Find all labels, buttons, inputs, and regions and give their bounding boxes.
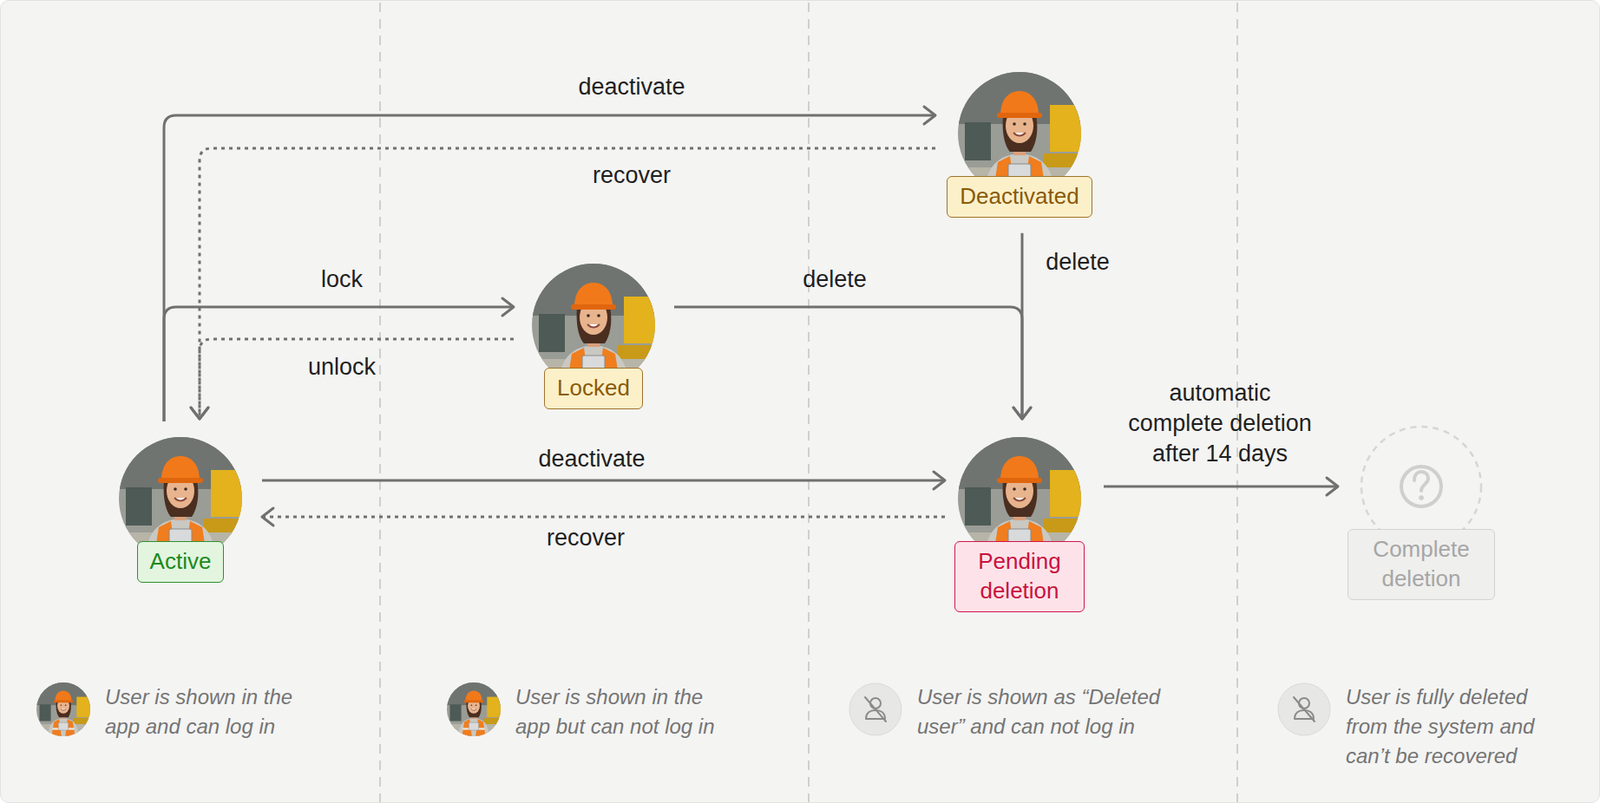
state-node: Active: [93, 437, 268, 584]
state-badge: Locked: [544, 367, 643, 410]
legend-text: User is shown as “Deleted user” and can …: [917, 682, 1178, 742]
column-divider: [379, 2, 381, 803]
state-badge: Pending deletion: [954, 541, 1085, 613]
arrow-head: [1013, 407, 1031, 420]
legend-icon: [848, 682, 903, 737]
edge-label: lock: [321, 264, 363, 296]
arrow-head: [1326, 478, 1338, 496]
transition-line: [1103, 485, 1338, 489]
edge-label: automatic complete deletion after 14 day…: [1123, 378, 1317, 470]
arrow-head: [924, 106, 936, 125]
state-badge: Deactivated: [946, 176, 1092, 218]
legend-text: User is shown in the app and can log in: [104, 682, 314, 742]
transition-arrow: [190, 148, 936, 420]
arrow-head: [502, 298, 514, 316]
transition-line: [163, 115, 936, 422]
legend-item: User is shown as “Deleted user” and can …: [848, 682, 1178, 742]
edge-label: deactivate: [537, 444, 645, 475]
state-node: Deactivated: [919, 72, 1120, 218]
legend-icon-graphic: [446, 682, 501, 737]
state-badge: Active: [137, 541, 225, 584]
edge-label: recover: [592, 160, 671, 191]
arrow-head: [933, 472, 945, 490]
legend-item: User is fully deleted from the system an…: [1277, 682, 1568, 772]
transition-line: [674, 307, 1023, 420]
state-node: Pending deletion: [932, 437, 1107, 613]
edge-label: delete: [1045, 247, 1110, 278]
edge-label: unlock: [308, 352, 376, 383]
edge-label: recover: [546, 523, 625, 554]
arrow-head: [190, 407, 209, 420]
legend-icon: [1277, 682, 1332, 737]
legend-icon-graphic: [849, 683, 902, 736]
transition-line: [199, 339, 514, 420]
transition-arrow: [262, 472, 945, 490]
legend-icon: [446, 682, 501, 737]
state-badge: Complete deletion: [1347, 529, 1496, 601]
transition-line: [262, 516, 945, 519]
legend-item: User is shown in the app but can not log…: [446, 682, 724, 742]
transition-arrow: [1103, 478, 1338, 496]
state-node: Complete deletion: [1334, 425, 1509, 601]
legend-icon-graphic: [36, 682, 91, 737]
transition-arrow: [674, 307, 1031, 420]
legend-icon: [36, 682, 91, 737]
transition-line: [199, 148, 936, 420]
edge-label: deactivate: [577, 72, 685, 103]
edge-label: delete: [802, 264, 867, 296]
column-divider: [807, 2, 810, 803]
legend-text: User is shown in the app but can not log…: [515, 682, 724, 742]
transition-line: [262, 479, 945, 483]
transition-line: [163, 307, 514, 422]
legend-text: User is fully deleted from the system an…: [1345, 682, 1568, 772]
state-node: Locked: [506, 263, 681, 410]
transition-arrow: [163, 106, 936, 422]
transition-arrow: [163, 298, 514, 422]
arrow-head: [262, 508, 274, 526]
transition-arrow: [190, 339, 514, 420]
legend-item: User is shown in the app and can log in: [36, 682, 314, 742]
transition-arrow: [262, 508, 945, 526]
legend-icon-graphic: [1278, 683, 1331, 736]
